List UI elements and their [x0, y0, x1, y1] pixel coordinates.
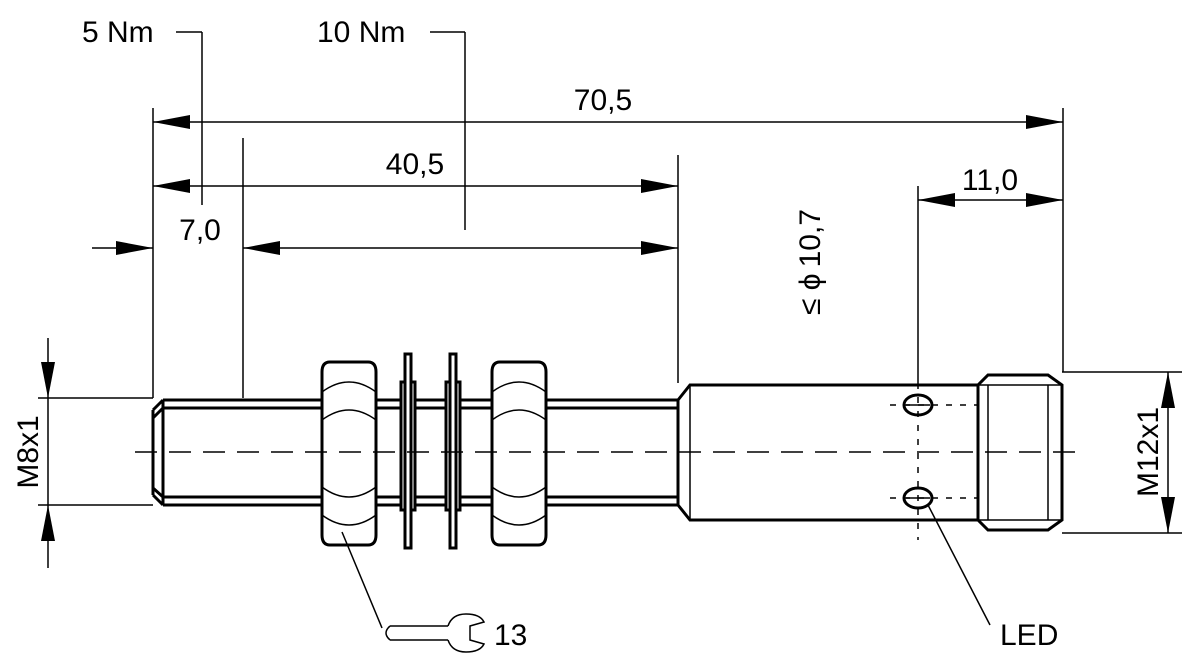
led-label: LED [1000, 619, 1058, 652]
diameter-prefix: ≤ ϕ [794, 273, 827, 315]
dim-tip-length-label: 7,0 [179, 214, 221, 247]
thread-m8-label: M8x1 [12, 415, 45, 488]
led-callout: LED [927, 504, 1058, 652]
washer-left [399, 352, 417, 550]
torque-leaders: 5 Nm 10 Nm [82, 16, 466, 230]
dimension-thread-length: 40,5 [153, 148, 678, 193]
wrench-callout: 13 [341, 531, 527, 653]
dimension-connector-length: 11,0 [918, 164, 1063, 207]
thread-m12-label: M12x1 [1132, 407, 1165, 497]
dimension-m8-thread: M8x1 [12, 338, 153, 568]
sensor-body [135, 352, 1080, 550]
diameter-value: 10,7 [794, 209, 827, 267]
dimension-total-length: 70,5 [153, 84, 1063, 129]
dimension-tip-length: 7,0 [92, 214, 678, 255]
led-indicators [890, 383, 978, 540]
dim-thread-length-label: 40,5 [386, 148, 444, 181]
hex-nut-right [490, 360, 548, 547]
wrench-size-label: 13 [494, 619, 527, 652]
wrench-icon [385, 613, 486, 653]
hex-nut-left [320, 360, 378, 547]
dim-connector-length-label: 11,0 [962, 164, 1018, 197]
torque-thread-label: 5 Nm [82, 16, 154, 49]
diameter-label: ≤ ϕ 10,7 [794, 209, 827, 315]
torque-housing-label: 10 Nm [317, 16, 405, 49]
dim-total-length-label: 70,5 [574, 84, 632, 117]
washer-right [444, 352, 462, 550]
dimension-m12-thread: M12x1 [1062, 371, 1182, 534]
extension-lines [152, 108, 1064, 398]
